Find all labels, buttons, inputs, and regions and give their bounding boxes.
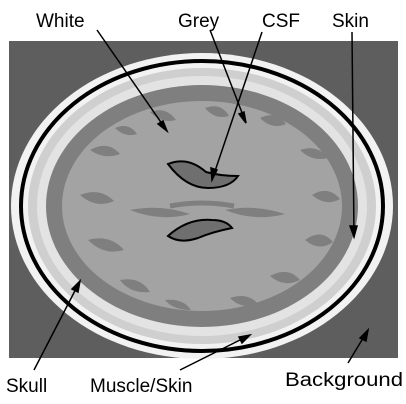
label-muscle-skin: Muscle/Skin (90, 376, 192, 397)
label-grey: Grey (178, 11, 220, 32)
white-matter (62, 101, 342, 311)
label-csf: CSF (262, 11, 300, 32)
label-white: White (36, 11, 85, 32)
label-skull: Skull (6, 376, 47, 397)
label-background: Background (285, 370, 403, 391)
label-skin: Skin (332, 11, 369, 32)
